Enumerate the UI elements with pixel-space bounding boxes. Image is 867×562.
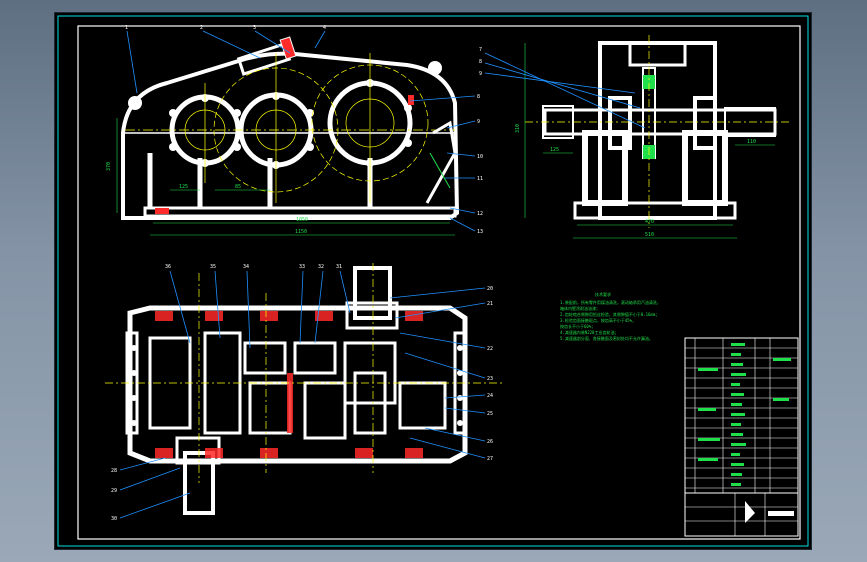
top-part-26: 26	[487, 439, 493, 445]
front-view: 1050 1150 125 85 370 1 2 3 4 8 9 10 11 1…	[106, 25, 483, 236]
front-part-8: 8	[477, 94, 480, 100]
top-part-21: 21	[487, 301, 493, 307]
side-dim-4: 110	[747, 139, 756, 145]
front-part-13: 13	[477, 229, 483, 235]
front-part-1: 1	[125, 25, 128, 31]
front-part-11: 11	[477, 176, 483, 182]
top-part-33: 33	[299, 264, 305, 270]
side-dim-2: 510	[645, 232, 654, 238]
front-part-4: 4	[323, 25, 326, 31]
top-part-27: 27	[487, 456, 493, 462]
tech-note-line-2: 箱体内壁涂耐油油漆；	[560, 305, 600, 311]
tech-notes-title: 技术要求	[595, 291, 611, 297]
top-part-28: 28	[111, 468, 117, 474]
side-dim-3: 125	[550, 147, 559, 153]
top-part-31: 31	[336, 264, 342, 270]
top-part-34: 34	[243, 264, 249, 270]
side-part-9: 9	[479, 71, 482, 77]
cad-viewport[interactable]: 1050 1150 125 85 370 1 2 3 4 8 9 10 11 1…	[55, 13, 811, 549]
technical-requirements: 技术要求 1.装配前，所有零件用煤油清洗，滚动轴承用汽油清洗， 箱体内壁涂耐油油…	[560, 291, 661, 341]
front-part-12: 12	[477, 211, 483, 217]
tech-note-line-6: 4.减速器内装N220工业齿轮油；	[560, 329, 618, 335]
top-part-22: 22	[487, 346, 493, 352]
top-part-20: 20	[487, 286, 493, 292]
front-dim-1: 1050	[296, 217, 308, 223]
side-dim-5: 310	[515, 124, 521, 133]
front-dim-4: 85	[235, 184, 241, 190]
front-dim-2: 1150	[295, 229, 307, 235]
front-part-10: 10	[477, 154, 483, 160]
front-part-9: 9	[477, 119, 480, 125]
tech-note-line-7: 5.减速器剖分面、各接触面及密封处均不允许漏油。	[560, 335, 653, 341]
top-part-24: 24	[487, 393, 493, 399]
side-part-8: 8	[479, 59, 482, 65]
top-part-32: 32	[318, 264, 324, 270]
tech-note-line-4: 3.检验齿面接触斑点，按齿高不小于45%，	[560, 317, 636, 323]
front-part-3: 3	[253, 25, 256, 31]
top-part-35: 35	[210, 264, 216, 270]
outer-frame	[57, 15, 809, 547]
tech-note-line-1: 1.装配前，所有零件用煤油清洗，滚动轴承用汽油清洗，	[560, 299, 661, 305]
side-part-7: 7	[479, 47, 482, 53]
parts-list-table	[684, 337, 799, 537]
side-dim-1: 470	[645, 219, 654, 225]
side-view: 470 510 125 110 310 7 8 9	[479, 35, 790, 239]
front-dim-5: 370	[106, 162, 112, 171]
top-part-30: 30	[111, 516, 117, 522]
tech-note-line-3: 2.齿轮啮合侧隙用铅丝检验，其侧隙值不小于0.16mm；	[560, 311, 659, 317]
cad-drawing-canvas: 1050 1150 125 85 370 1 2 3 4 8 9 10 11 1…	[57, 15, 809, 547]
inner-frame	[77, 25, 801, 540]
top-part-29: 29	[111, 488, 117, 494]
front-dim-3: 125	[179, 184, 188, 190]
top-part-36: 36	[165, 264, 171, 270]
tech-note-line-5: 按齿长不小于60%；	[560, 323, 595, 329]
top-view: 36 35 34 33 32 31 20 21 22 23 24 25 26 2…	[105, 263, 505, 522]
top-part-25: 25	[487, 411, 493, 417]
front-part-2: 2	[200, 25, 203, 31]
top-part-23: 23	[487, 376, 493, 382]
